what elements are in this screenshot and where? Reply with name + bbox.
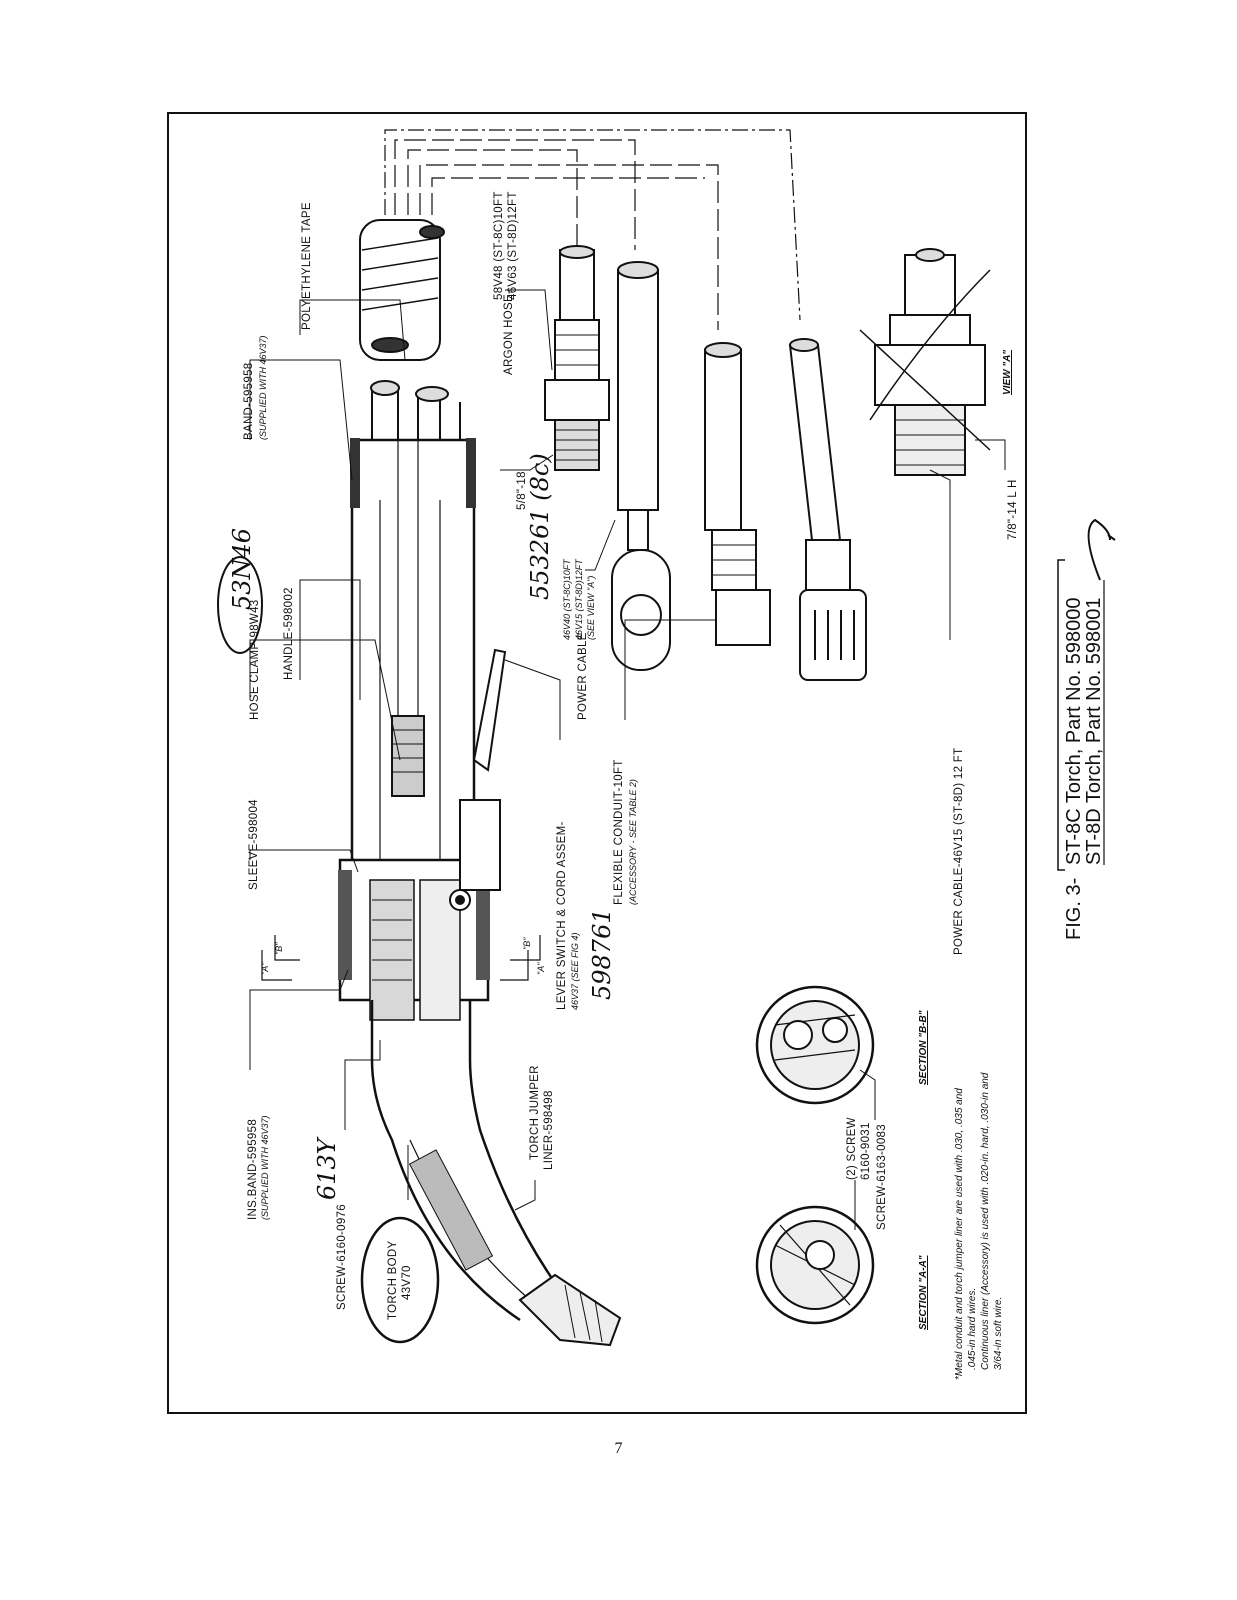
label-flex-conduit: FLEXIBLE CONDUIT-10FT — [613, 759, 625, 905]
label-screw2: (2) SCREW — [846, 1117, 858, 1180]
check-mark-tail — [1107, 534, 1116, 541]
circle-mark-2 — [360, 1216, 440, 1344]
label-argon-d: 46V63 (ST-8D)12FT — [507, 191, 519, 300]
label-thread-top: 5/8"-18 — [516, 471, 528, 510]
label-band-top: BAND-595958 — [243, 363, 255, 440]
check-mark — [1087, 518, 1111, 581]
label-torch-body-no: 43V70 — [401, 1265, 413, 1300]
handwritten-3: 598761 — [588, 908, 616, 1000]
note-line-2: .045-in hard wires. — [967, 1288, 978, 1370]
label-lever-switch-note: 46V37 (SEE FIG 4) — [570, 932, 580, 1010]
caption-line-1: ST-8C Torch, Part No. 598000 — [1063, 597, 1085, 865]
handwritten-2: 553261 (8c) — [526, 453, 554, 600]
label-pc-view: (SEE VIEW "A") — [586, 576, 596, 640]
label-ins-band-note: (SUPPLIED WITH 46V37) — [260, 1115, 270, 1220]
page-number: 7 — [614, 1440, 623, 1457]
handwritten-annotations: 53N46 553261 (8c) 598761 613Y — [217, 453, 1116, 1344]
label-hose-clamp: HOSE CLAMP-98W43 — [249, 600, 261, 720]
label-pc-c: 46V40 (ST-8C)10FT — [562, 558, 572, 640]
label-jumper2: LINER-598498 — [543, 1090, 555, 1170]
cut-label-b-right: "B" — [522, 937, 532, 950]
label-screw3: SCREW-6163-0083 — [876, 1124, 888, 1230]
handwritten-1: 53N46 — [228, 528, 256, 610]
label-handle: HANDLE-598002 — [283, 587, 295, 680]
label-screw-left: SCREW-6160-0976 — [336, 1204, 348, 1310]
label-lever-switch: LEVER SWITCH & CORD ASSEM- — [556, 821, 568, 1010]
part-labels: BAND-595958 (SUPPLIED WITH 46V37) POLYET… — [243, 191, 1019, 1330]
note-line-1: *Metal conduit and torch jumper liner ar… — [954, 1088, 965, 1380]
label-argon-hose: ARGON HOSE- — [503, 290, 515, 375]
label-band-top-note: (SUPPLIED WITH 46V37) — [258, 335, 268, 440]
cut-label-a-left: "A" — [260, 962, 270, 975]
torch-artwork — [338, 129, 991, 1347]
label-section-bb: SECTION "B-B" — [918, 1010, 929, 1085]
label-argon-c: 58V48 (ST-8C)10FT — [493, 191, 505, 300]
label-screw2-no: 6160-9031 — [860, 1122, 872, 1180]
caption-fig: FIG. 3- — [1063, 878, 1085, 940]
label-sleeve: SLEEVE-598004 — [248, 799, 260, 890]
label-pc-d: 46V15 (ST-8D)12FT — [574, 558, 584, 640]
handwritten-4: 613Y — [313, 1136, 341, 1200]
leader-lines — [249, 289, 1006, 1230]
label-power-cable-right: POWER CABLE-46V15 (ST-8D) 12 FT — [953, 748, 965, 955]
cut-label-a-right: "A" — [536, 962, 546, 975]
label-torch-body: TORCH BODY — [387, 1241, 399, 1320]
label-thread-right: 7/8"-14 L H — [1007, 479, 1019, 540]
note-line-4: 3/64-in soft wire. — [993, 1297, 1004, 1370]
cut-markers — [261, 935, 541, 981]
footnote: *Metal conduit and torch jumper liner ar… — [954, 1072, 1004, 1380]
label-section-aa: SECTION "A-A" — [918, 1255, 929, 1330]
caption-line-2: ST-8D Torch, Part No. 598001 — [1083, 597, 1105, 865]
label-power-cable-left: POWER CABLE — [577, 632, 589, 720]
figure-frame — [167, 112, 1027, 1414]
label-tape: POLYETHYLENE TAPE — [301, 202, 313, 330]
label-ins-band: INS.BAND-595958 — [247, 1119, 259, 1220]
figure-caption: FIG. 3- ST-8C Torch, Part No. 598000 ST-… — [1057, 559, 1105, 940]
label-jumper: TORCH JUMPER — [529, 1065, 541, 1160]
label-flex-conduit-note: (ACCESSORY - SEE TABLE 2) — [628, 779, 638, 905]
label-view-a: VIEW "A" — [1002, 350, 1013, 395]
note-line-3: Continuous liner (Accessory) is used wit… — [980, 1072, 991, 1370]
cut-label-b-left: "B" — [274, 942, 284, 955]
circle-mark-1 — [217, 556, 263, 654]
